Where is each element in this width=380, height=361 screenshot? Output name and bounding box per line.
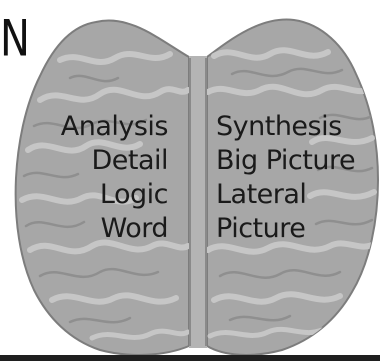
right-label-lateral: Lateral bbox=[216, 178, 355, 212]
central-fissure bbox=[189, 56, 207, 348]
right-hemisphere-labels: Synthesis Big Picture Lateral Picture bbox=[216, 110, 355, 246]
right-label-picture: Picture bbox=[216, 212, 355, 246]
left-label-word: Word bbox=[61, 212, 168, 246]
right-label-big-picture: Big Picture bbox=[216, 144, 355, 178]
left-label-logic: Logic bbox=[61, 178, 168, 212]
left-hemisphere-labels: Analysis Detail Logic Word bbox=[61, 110, 168, 246]
left-label-analysis: Analysis bbox=[61, 110, 168, 144]
title-fragment: N bbox=[0, 14, 30, 64]
left-label-detail: Detail bbox=[61, 144, 168, 178]
right-label-synthesis: Synthesis bbox=[216, 110, 355, 144]
bottom-border bbox=[0, 355, 380, 361]
